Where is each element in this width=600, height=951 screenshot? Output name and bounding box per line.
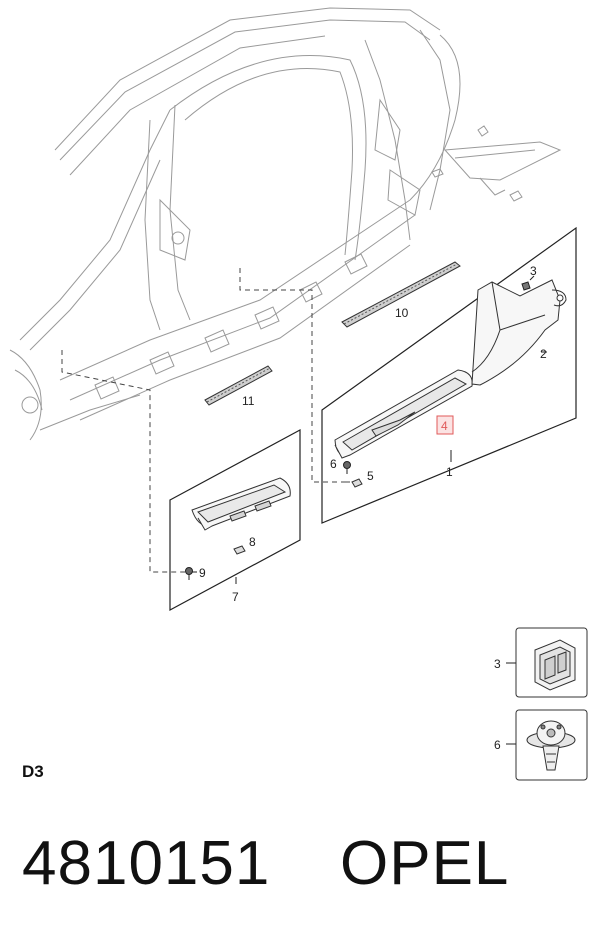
callout-9: 9 xyxy=(199,566,206,580)
vehicle-body-outline xyxy=(9,7,562,441)
group-1-box xyxy=(321,226,577,524)
front-sill-plate xyxy=(191,477,291,531)
callout-7: 7 xyxy=(232,590,239,604)
pin-6 xyxy=(343,461,351,474)
callout-6: 6 xyxy=(330,457,337,471)
sill-strip-10 xyxy=(341,261,461,328)
group-7-box xyxy=(169,428,301,612)
callout-4: 4 xyxy=(441,419,448,433)
sill-strip-11 xyxy=(204,365,273,406)
callout-1: 1 xyxy=(446,465,453,479)
section-code: D3 xyxy=(22,762,44,781)
quarter-trim-2 xyxy=(471,279,567,386)
callout-10: 10 xyxy=(395,306,409,320)
callout-3: 3 xyxy=(530,264,537,278)
detail-clip-3: 3 xyxy=(494,627,588,698)
detail-callout-6: 6 xyxy=(494,738,501,752)
brand-name: OPEL xyxy=(340,829,510,898)
clip-5 xyxy=(351,478,363,488)
detail-pin-6: 6 xyxy=(494,709,588,781)
pin-9 xyxy=(185,567,193,580)
part-number: 4810151 xyxy=(22,829,271,898)
callout-labels: 1 2 3 5 6 7 8 9 10 11 4 xyxy=(199,264,547,604)
detail-callout-3: 3 xyxy=(494,657,501,671)
rear-sill-plate xyxy=(334,369,473,459)
clip-3 xyxy=(521,281,531,291)
clip-8 xyxy=(233,545,246,555)
callout-5: 5 xyxy=(367,469,374,483)
dashed-leader-lines xyxy=(61,268,352,573)
callout-8: 8 xyxy=(249,535,256,549)
callout-11: 11 xyxy=(242,394,255,408)
callout-4-highlight xyxy=(436,415,454,435)
callout-2: 2 xyxy=(540,347,547,361)
